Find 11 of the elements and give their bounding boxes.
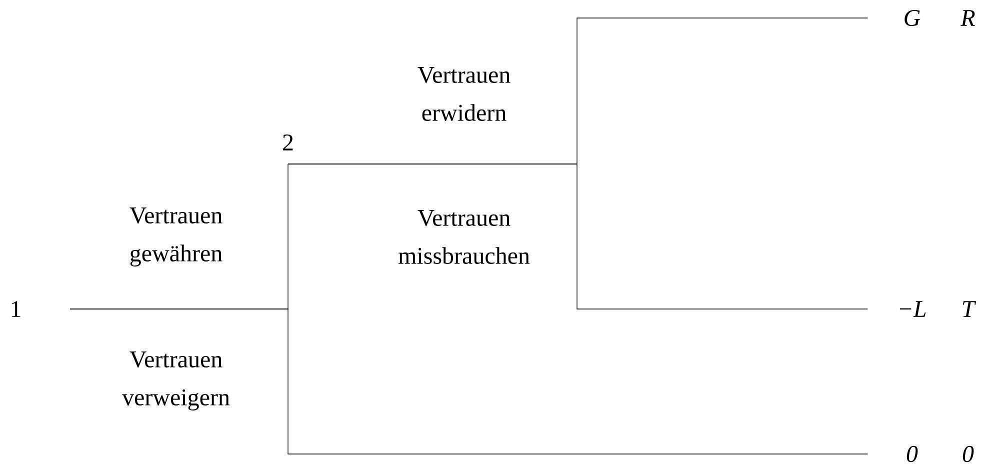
payoff-pair: −L T xyxy=(900,301,976,317)
edge-label: Vertrauen gewähren xyxy=(130,208,222,266)
player-label: 2 xyxy=(283,134,293,150)
edge-label: Vertrauen verweigern xyxy=(122,352,230,410)
edge-label: Vertrauen erwidern xyxy=(418,67,510,121)
payoff-pair: 0 0 xyxy=(906,446,974,462)
edge-label: Vertrauen missbrauchen xyxy=(398,210,530,264)
branch-line xyxy=(288,164,868,310)
branch-line xyxy=(70,308,868,454)
player-label: 1 xyxy=(12,301,20,317)
payoff-pair: G R xyxy=(904,10,975,26)
